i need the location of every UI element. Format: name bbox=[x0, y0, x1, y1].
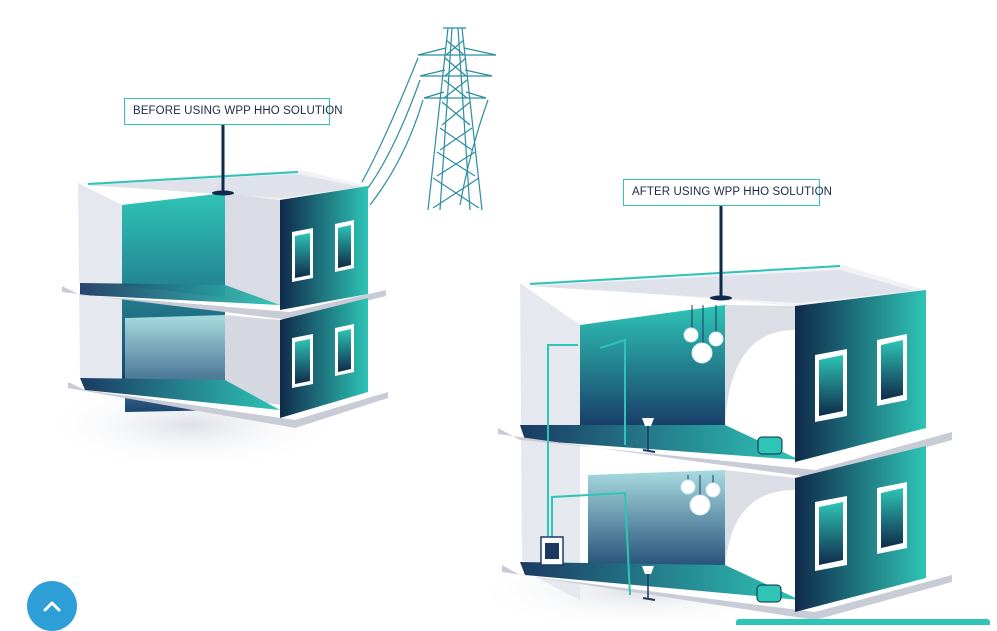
house-after bbox=[470, 206, 952, 625]
scroll-to-top-button[interactable] bbox=[27, 581, 77, 631]
after-label: AFTER USING WPP HHO SOLUTION bbox=[623, 179, 832, 206]
power-tower bbox=[361, 27, 497, 211]
chevron-up-icon bbox=[43, 601, 61, 612]
house-before bbox=[40, 125, 388, 470]
bottom-accent-bar bbox=[736, 619, 990, 625]
before-label: BEFORE USING WPP HHO SOLUTION bbox=[124, 98, 343, 125]
